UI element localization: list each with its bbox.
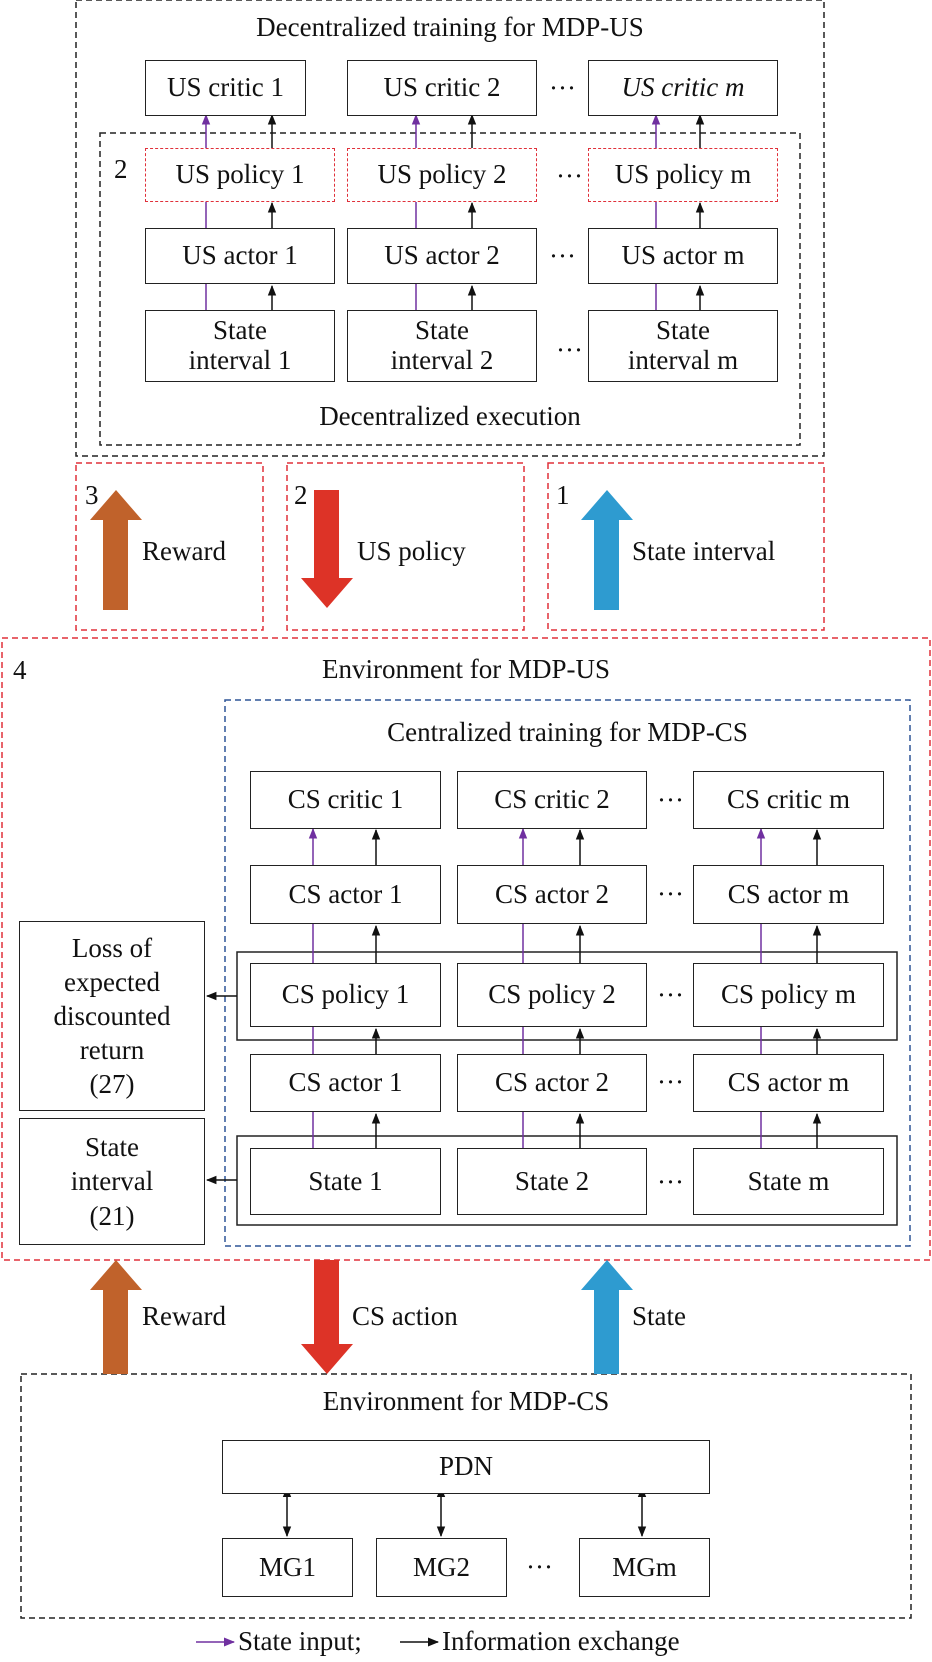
cs-actor-bottom-m: CS actor m [693,1054,884,1112]
cs-critic-2: CS critic 2 [457,771,647,829]
cs-critic-1: CS critic 1 [250,771,441,829]
env-us-title: Environment for MDP-US [322,654,610,684]
us-state-interval-m: State interval m [588,310,778,382]
us-critic-1: US critic 1 [145,60,306,116]
ellipsis: ··· [657,980,684,1010]
legend-information-exchange-label: Information exchange [442,1626,680,1656]
env-us-frame [1,637,931,1261]
flow-label-reward: Reward [142,536,226,566]
us-policy-arrow-down-icon [301,490,353,608]
us-exec-step-number: 2 [114,154,128,184]
flow-box-reward [75,462,264,631]
cs-actor-top-1: CS actor 1 [250,865,441,924]
cs-policy-m: CS policy m [693,963,884,1027]
legend-state-input-label: State input; [238,1626,362,1656]
us-training-title: Decentralized training for MDP-US [256,12,644,42]
mg-2-box: MG2 [376,1538,507,1597]
us-actor-m: US actor m [588,228,778,284]
cs-training-frame [224,699,911,1247]
us-policy-2: US policy 2 [347,148,537,202]
flow-step-3: 3 [85,480,99,510]
us-information-lines [267,113,705,310]
cs-actor-bottom-1: CS actor 1 [250,1054,441,1112]
cs-training-title: Centralized training for MDP-CS [387,717,748,747]
cs-actor-top-m: CS actor m [693,865,884,924]
cs-state-input-lines [308,827,766,1148]
us-critic-m: US critic m [588,60,778,116]
cs-policy-1: CS policy 1 [250,963,441,1027]
us-actor-2: US actor 2 [347,228,537,284]
us-state-interval-1: State interval 1 [145,310,335,382]
us-actor-1: US actor 1 [145,228,335,284]
reward-lower-arrow-up-icon [90,1260,142,1374]
us-training-frame [75,0,825,457]
env-us-step-number: 4 [13,655,27,685]
cs-state-2: State 2 [457,1148,647,1215]
state-lower-arrow-up-icon [581,1260,633,1374]
pdn-box: PDN [222,1440,710,1494]
cs-information-lines [205,828,822,1185]
state-interval-arrow-up-icon [581,490,633,610]
flow-box-state-interval [547,462,825,631]
loss-of-expected-return-box: Loss of expected discounted return (27) [19,921,205,1111]
flow-label-state-interval: State interval [632,536,776,566]
cs-action-arrow-down-icon [301,1260,353,1374]
mg-1-box: MG1 [222,1538,353,1597]
ellipsis: ··· [556,335,583,365]
env-cs-frame [20,1373,912,1619]
pdn-mg-links [282,1486,647,1538]
lower-flow-label-reward: Reward [142,1301,226,1331]
cs-state-m: State m [693,1148,884,1215]
lower-flow-label-cs-action: CS action [352,1301,458,1331]
ellipsis: ··· [657,879,684,909]
ellipsis: ··· [556,161,583,191]
us-policy-1: US policy 1 [145,148,335,202]
us-critic-2: US critic 2 [347,60,537,116]
us-state-interval-2: State interval 2 [347,310,537,382]
cs-actor-bottom-2: CS actor 2 [457,1054,647,1112]
flow-label-us-policy: US policy [357,536,466,566]
ellipsis: ··· [549,241,576,271]
cs-policy-2: CS policy 2 [457,963,647,1027]
ellipsis: ··· [657,1067,684,1097]
flow-step-2: 2 [294,480,308,510]
reward-arrow-up-icon [90,490,142,610]
ellipsis: ··· [526,1552,553,1582]
env-cs-title: Environment for MDP-CS [322,1386,610,1416]
state-interval-box: State interval (21) [19,1118,205,1245]
lower-flow-label-state: State [632,1301,686,1331]
cs-state-1: State 1 [250,1148,441,1215]
mg-m-box: MGm [579,1538,710,1597]
flow-step-1: 1 [556,480,570,510]
cs-actor-top-2: CS actor 2 [457,865,647,924]
ellipsis: ··· [549,73,576,103]
cs-critic-m: CS critic m [693,771,884,829]
us-execution-frame [99,132,801,446]
us-policy-m: US policy m [588,148,778,202]
flow-box-us-policy [286,462,525,631]
ellipsis: ··· [657,1167,684,1197]
ellipsis: ··· [657,785,684,815]
us-state-input-lines [201,113,661,310]
us-execution-title: Decentralized execution [319,401,581,431]
